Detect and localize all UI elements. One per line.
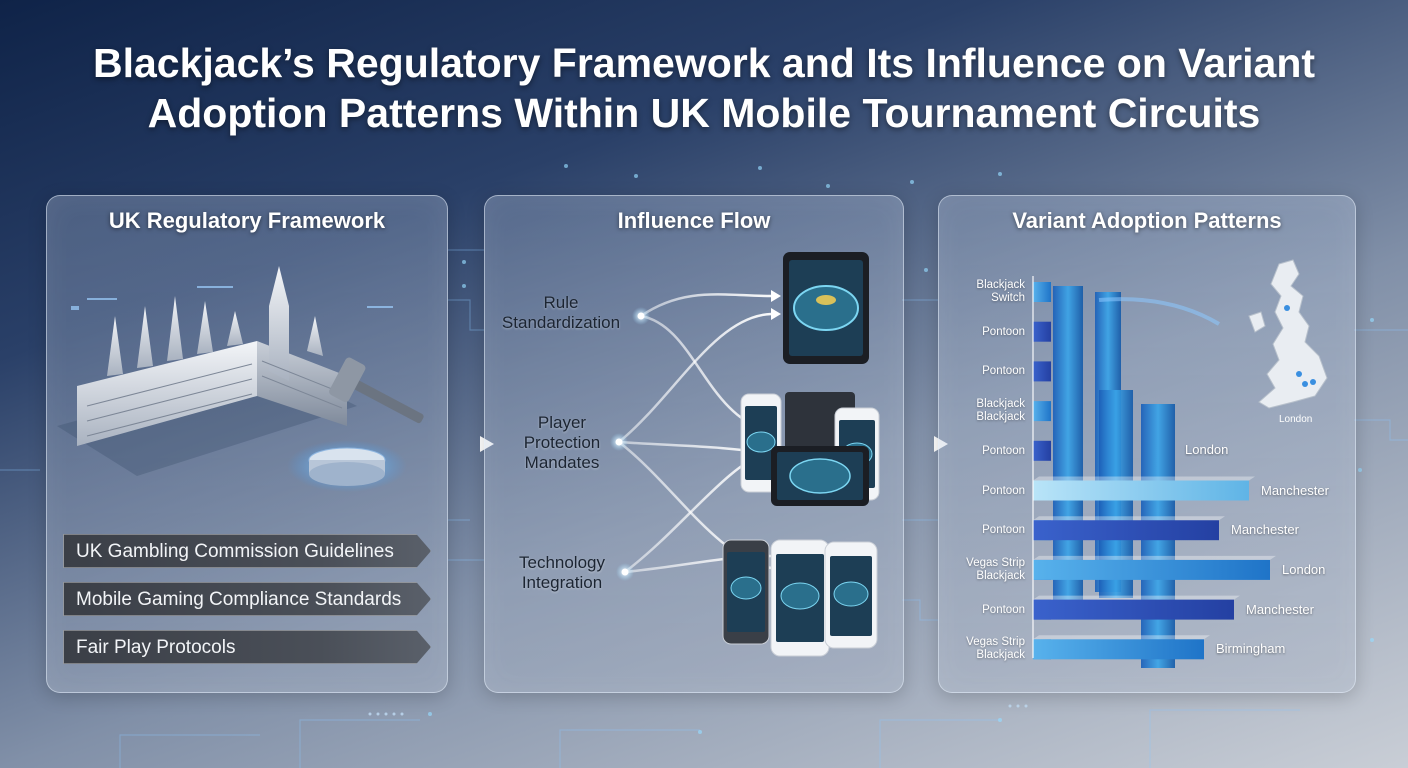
parliament-illustration — [57, 266, 424, 492]
uk-map-icon — [1248, 259, 1328, 409]
influence-flow-curves — [610, 252, 880, 657]
adoption-bar — [1033, 480, 1249, 501]
regulatory-framework-panel: UK Regulatory Framework — [46, 195, 448, 693]
regulatory-framework-title: UK Regulatory Framework — [108, 208, 386, 233]
regulation-item-fair-play: Fair Play Protocols — [63, 630, 431, 664]
category-label: Pontoon — [982, 325, 1025, 338]
influence-flow-title: Influence Flow — [617, 208, 771, 233]
regulation-item-mobile-compliance: Mobile Gaming Compliance Standards — [63, 582, 431, 616]
variant-adoption-title: Variant Adoption Patterns — [1012, 208, 1282, 233]
category-stub-bar — [1033, 401, 1051, 422]
category-label: Pontoon — [982, 524, 1025, 537]
adoption-bar-top — [1033, 555, 1276, 560]
variant-adoption-chart — [1032, 276, 1276, 668]
adoption-bar — [1033, 599, 1234, 620]
category-label: Pontoon — [982, 444, 1025, 457]
adoption-bar-top — [1033, 516, 1225, 521]
adoption-bar-top — [1033, 476, 1255, 481]
adoption-bar — [1033, 520, 1219, 541]
bar-city-label: London — [1282, 561, 1326, 577]
chart-annotation-london: London — [1185, 442, 1229, 457]
map-label-london: London — [1279, 414, 1313, 425]
title-line-2: Adoption Patterns Within UK Mobile Tourn… — [147, 90, 1261, 136]
bar-city-label: Manchester — [1231, 522, 1299, 538]
page-title: Blackjack’s Regulatory Framework and Its… — [0, 38, 1408, 138]
tablet-device-icon — [783, 252, 869, 364]
category-stub-bar — [1033, 321, 1051, 342]
chart-arc-decoration — [1098, 297, 1221, 326]
category-label: Pontoon — [982, 365, 1025, 378]
adoption-bar — [1033, 639, 1204, 660]
adoption-bar-top — [1033, 595, 1240, 600]
driver-technology-integration: Technology Integration — [518, 553, 605, 592]
category-stub-bar — [1033, 361, 1051, 382]
category-label: Pontoon — [982, 603, 1025, 616]
smartphone-group-bottom-icon — [722, 539, 878, 657]
category-stub-bar — [1033, 440, 1051, 461]
bar-city-label: Birmingham — [1216, 641, 1286, 657]
driver-player-protection: Player Protection Mandates — [523, 413, 601, 472]
influence-flow-panel: Influence Flow Rule Standardization Play… — [484, 195, 904, 693]
category-stub-bar — [1033, 282, 1051, 302]
adoption-column — [1053, 286, 1083, 614]
category-label: Pontoon — [982, 484, 1025, 497]
title-line-1: Blackjack’s Regulatory Framework and Its… — [92, 40, 1316, 86]
adoption-bar — [1033, 559, 1270, 580]
regulation-item-gambling-commission: UK Gambling Commission Guidelines — [63, 534, 431, 568]
smartphone-group-middle-icon — [740, 392, 880, 506]
bar-city-label: Manchester — [1246, 601, 1314, 617]
adoption-bar-top — [1033, 635, 1210, 640]
bar-city-label: Manchester — [1261, 482, 1329, 498]
driver-rule-standardization: Rule Standardization — [501, 293, 621, 332]
